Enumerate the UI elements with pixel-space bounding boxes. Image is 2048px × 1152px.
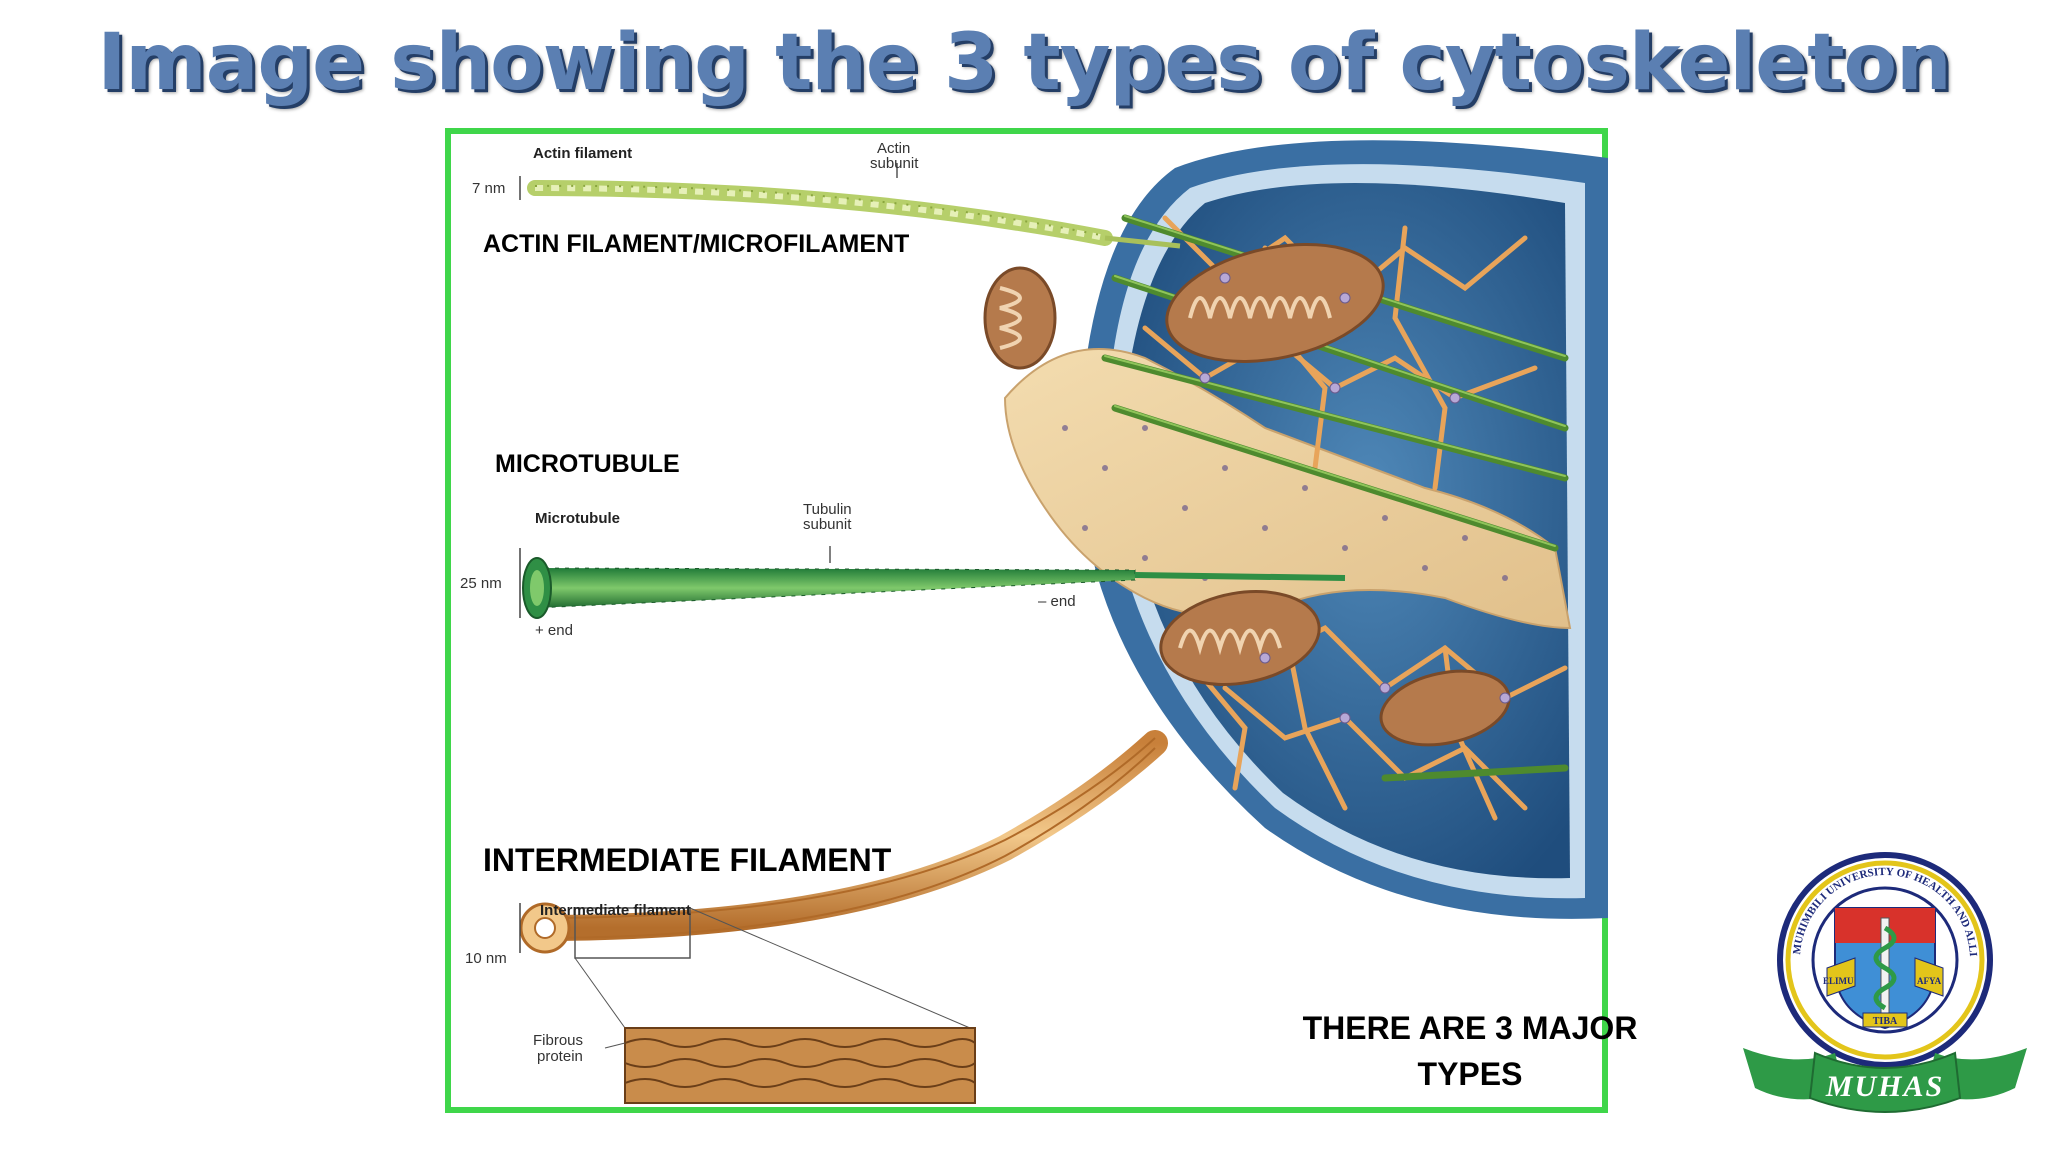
- microtubule-size-label: 25 nm: [460, 575, 502, 592]
- actin-subunit-label-1: Actin: [877, 140, 910, 157]
- actin-caption: ACTIN FILAMENT/MICROFILAMENT: [483, 230, 910, 258]
- logo-motto-right: AFYA: [1917, 976, 1942, 986]
- mitochondria: [983, 243, 1511, 747]
- intermediate-filament-label: Intermediate filament: [540, 902, 691, 919]
- actin-filament-label: Actin filament: [533, 145, 632, 162]
- actin-subunit-label-2: subunit: [870, 155, 919, 172]
- plus-end-label: + end: [535, 622, 573, 639]
- intermediate-filament-strand: [519, 730, 1168, 1029]
- logo-banner: MUHAS: [1825, 1070, 1944, 1103]
- fibrous-protein-label-2: protein: [537, 1048, 583, 1065]
- microtubule-caption: MICROTUBULE: [495, 450, 680, 478]
- fibrous-protein-label-1: Fibrous: [533, 1032, 583, 1049]
- minus-end-label: – end: [1038, 593, 1076, 610]
- major-types-note: THERE ARE 3 MAJOR TYPES: [1302, 1010, 1638, 1092]
- fibrous-protein-inset: [604, 1027, 976, 1104]
- actin-filament-strand: [519, 163, 1181, 249]
- tubulin-subunit-label-2: subunit: [803, 516, 852, 533]
- logo-motto-left: ELIMU: [1823, 976, 1854, 986]
- intermediate-size-label: 10 nm: [465, 950, 507, 967]
- actin-size-label: 7 nm: [472, 180, 505, 197]
- intermediate-caption: INTERMEDIATE FILAMENT: [483, 842, 892, 878]
- tubulin-subunit-label-1: Tubulin: [803, 501, 852, 518]
- cytoskeleton-diagram: Actin filament Actin subunit 7 nm Microt…: [460, 140, 1608, 1104]
- cell-cross-section: [983, 140, 1608, 919]
- logo-motto-center: TIBA: [1873, 1016, 1898, 1027]
- microtubule-strand: [519, 546, 1346, 619]
- slide-title: Image showing the 3 types of cytoskeleto…: [97, 18, 1951, 108]
- microtubule-label: Microtubule: [535, 510, 620, 527]
